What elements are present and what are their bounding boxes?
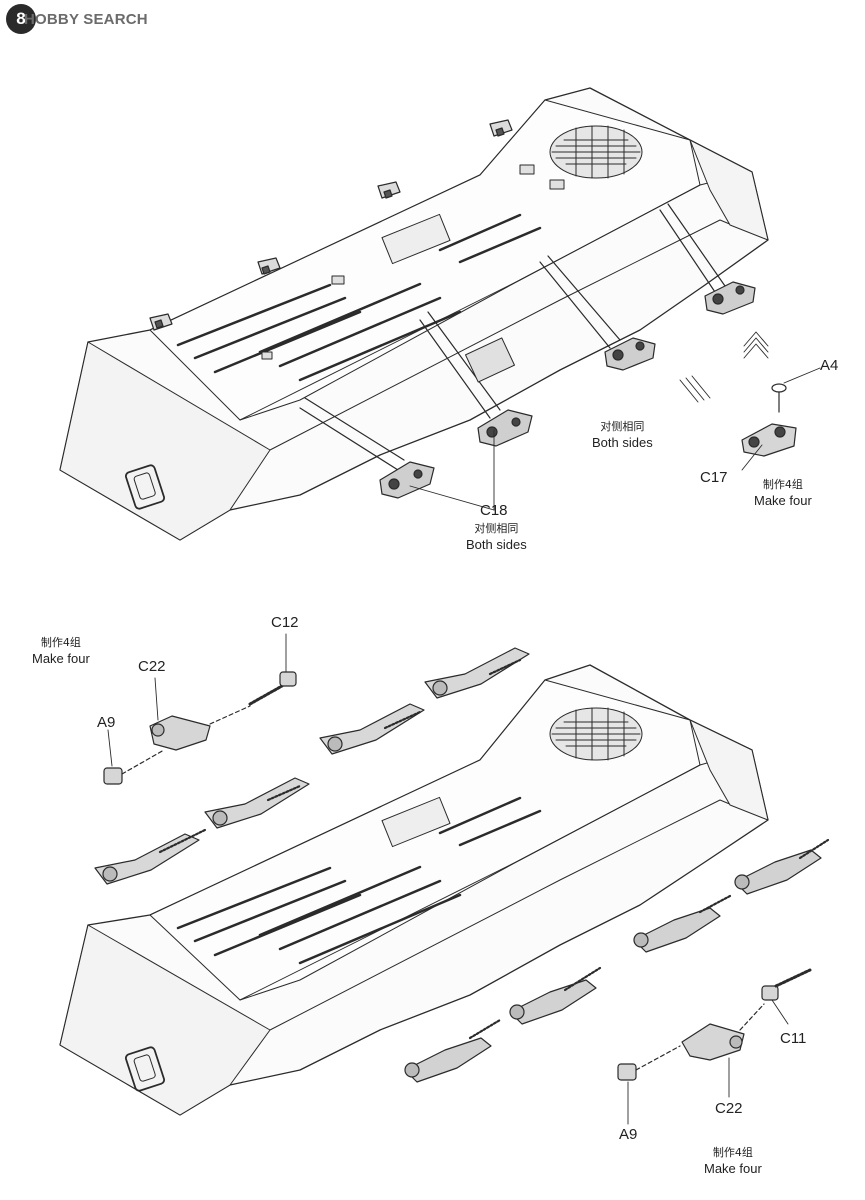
- step-number-badge: 8: [6, 4, 36, 34]
- lower-engine-grille: [549, 707, 643, 761]
- upper-far-side-mounts: [149, 119, 513, 331]
- note-make-four-left: 制作4组 Make four: [32, 634, 90, 666]
- lower-tow-hitch: [125, 1046, 165, 1092]
- note-en: Make four: [32, 651, 90, 666]
- note-both-sides-right: 对侧相同 Both sides: [592, 418, 653, 450]
- part-label-a9-left: A9: [97, 714, 116, 731]
- note-both-sides-bottom: 对侧相同 Both sides: [466, 520, 527, 552]
- part-label-c17: C17: [700, 469, 728, 486]
- note-en: Both sides: [466, 537, 527, 552]
- part-label-c18: C18: [480, 502, 508, 519]
- lower-leader-lines: [107, 633, 789, 1125]
- note-en: Both sides: [592, 435, 653, 450]
- note-cn: 制作4组: [712, 1146, 753, 1159]
- part-label-c12: C12: [271, 614, 299, 631]
- upper-engine-grille: [549, 125, 643, 179]
- part-label-c22-right: C22: [715, 1100, 743, 1117]
- lower-near-side-springs: [468, 838, 830, 1040]
- upper-small-fittings: [261, 164, 565, 383]
- upper-tow-hitch: [125, 464, 165, 510]
- upper-deck-slots: [176, 213, 542, 382]
- c17-part-detail: [741, 383, 797, 457]
- watermark-text: HOBBY SEARCH: [24, 10, 148, 28]
- part-label-a4: A4: [820, 357, 839, 374]
- upper-hub-ends: [379, 281, 756, 499]
- upper-near-side-arms: [299, 203, 726, 471]
- part-label-a9-right: A9: [619, 1126, 638, 1143]
- upper-leader-lines: [409, 367, 821, 511]
- upper-direction-arrows: [679, 331, 769, 403]
- upper-hatch: [381, 213, 451, 265]
- lower-near-side-arms: [404, 849, 822, 1083]
- lower-far-side-springs: [158, 658, 522, 854]
- lower-hull-drawing: [59, 633, 830, 1125]
- upper-hull-drawing: [59, 87, 821, 541]
- lower-hatch: [381, 796, 451, 848]
- lower-rear-plate: [689, 719, 769, 821]
- hobby-search-watermark: 8 HOBBY SEARCH: [6, 4, 148, 34]
- note-make-four-upper: 制作4组 Make four: [754, 476, 812, 508]
- note-make-four-right: 制作4组 Make four: [704, 1144, 762, 1176]
- note-cn: 对侧相同: [600, 420, 645, 433]
- note-cn: 对侧相同: [474, 522, 519, 535]
- note-en: Make four: [704, 1161, 762, 1176]
- part-label-c22-left: C22: [138, 658, 166, 675]
- lower-deck-slots: [176, 796, 542, 965]
- upper-front-plate: [59, 341, 271, 541]
- note-en: Make four: [754, 493, 812, 508]
- right-exploded-assembly: [617, 968, 812, 1081]
- upper-rear-plate: [689, 139, 769, 241]
- note-cn: 制作4组: [40, 636, 81, 649]
- note-cn: 制作4组: [762, 478, 803, 491]
- left-exploded-assembly: [103, 671, 297, 785]
- part-label-c11: C11: [780, 1030, 807, 1047]
- lower-front-plate: [59, 924, 271, 1116]
